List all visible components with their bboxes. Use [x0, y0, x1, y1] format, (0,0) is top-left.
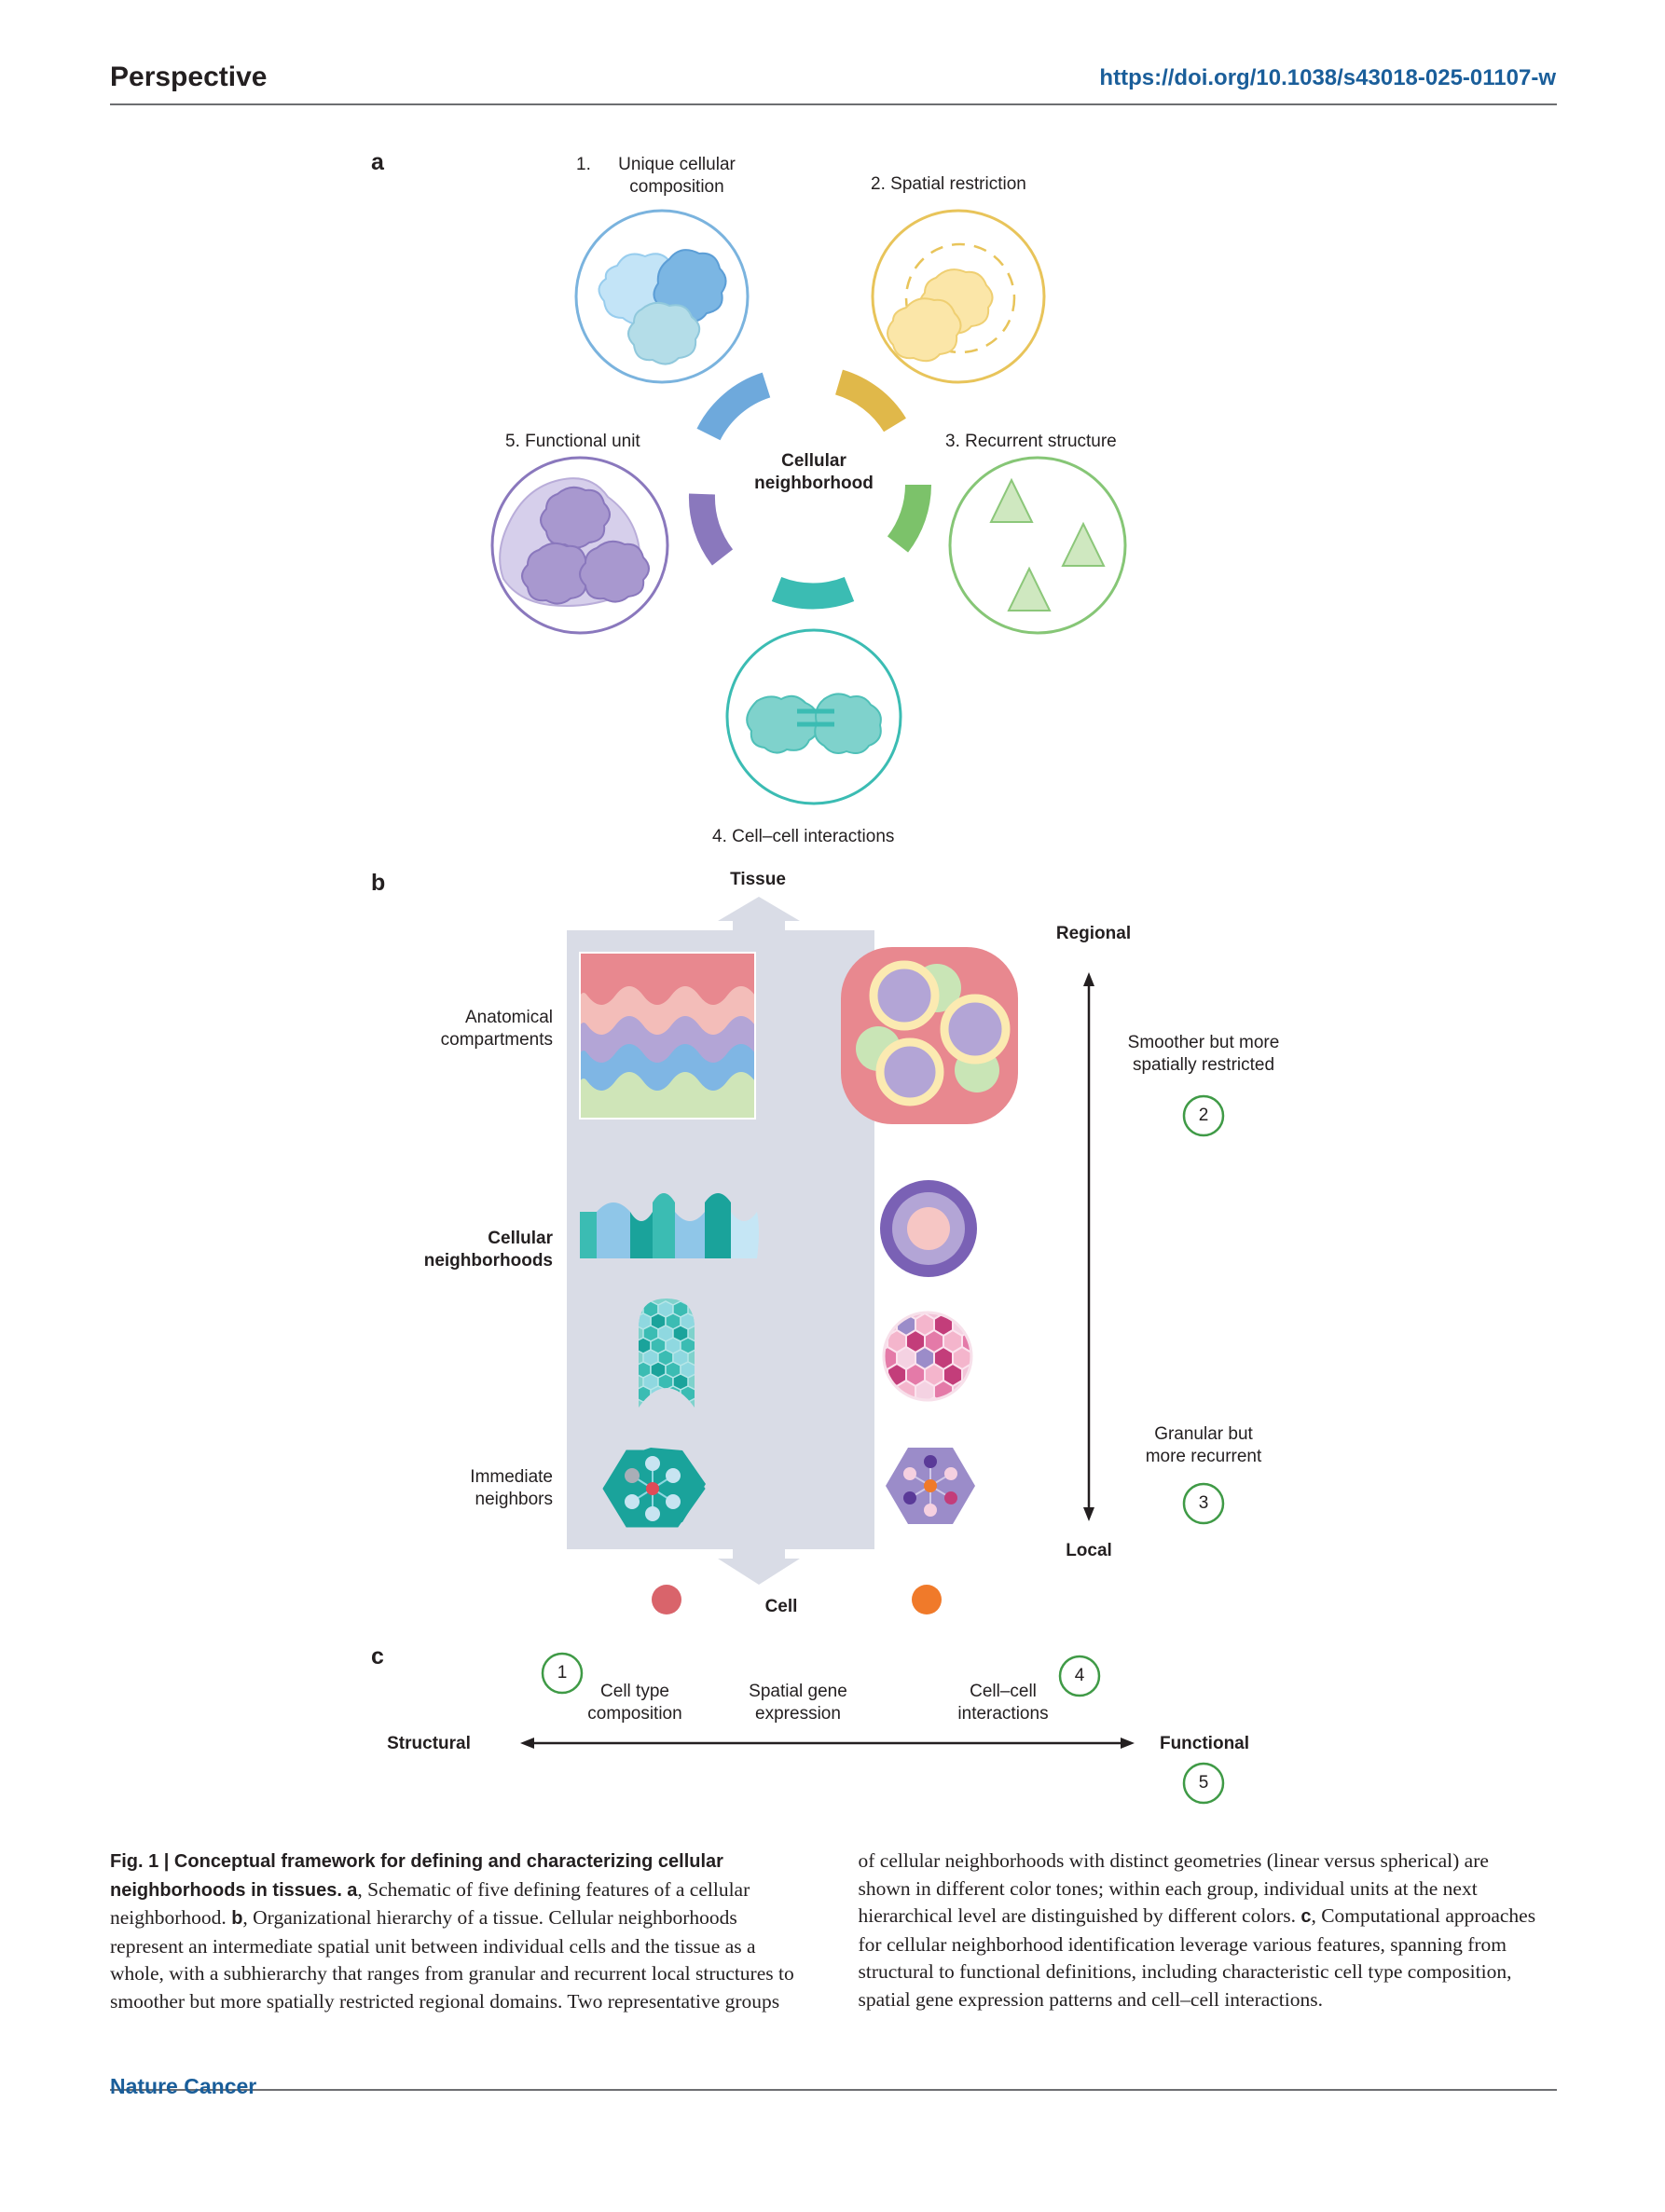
panel-c-letter: c [371, 1643, 384, 1669]
triangle-icon [1007, 566, 1052, 611]
feature-2-icon [871, 209, 1046, 384]
immediate-label: Immediate neighbors [470, 1467, 553, 1509]
regional-label: Regional [1055, 924, 1132, 943]
feature-4-label: 4. Cell–cell interactions [712, 826, 927, 848]
header-rule [110, 103, 1557, 105]
neighborhoods-label: Cellular neighborhoods [423, 1229, 553, 1271]
feature-5-num: 5. [505, 432, 520, 451]
cell-icon [540, 486, 611, 549]
num-4: 4 [1074, 1666, 1085, 1685]
feature-5-label: 5. Functional unit [505, 431, 692, 453]
ring-segment-purple [688, 493, 734, 566]
feature-3-icon [948, 456, 1127, 635]
center-label: Cellular neighborhood [754, 451, 874, 493]
journal-name[interactable]: Nature Cancer [110, 2074, 257, 2098]
hex-ball [884, 1312, 971, 1400]
triangle-icon [989, 477, 1034, 523]
ring-segment-teal [771, 576, 855, 610]
panel-b-graphics [567, 897, 1225, 1614]
panel-c-graphics [520, 1652, 1225, 1805]
scale-num-3: 3 [1198, 1493, 1209, 1513]
panel-b-letter: b [371, 870, 386, 896]
feature-1-text: Unique cellular composition [618, 155, 736, 197]
caption-b-text: , Organizational hierarchy of a tissue. … [110, 1849, 1489, 2013]
feature-5-text: Functional unit [525, 432, 640, 451]
down-arrow-icon [718, 1549, 800, 1585]
num-1: 1 [557, 1663, 568, 1683]
caption-title: Fig. 1 | Conceptual framework for defini… [110, 1851, 723, 1901]
ring-segment-green [887, 484, 931, 553]
feature-1-num: 1. [576, 155, 591, 174]
structural-label: Structural [387, 1734, 471, 1753]
ring-segment-yellow [834, 369, 906, 433]
tissue-label: Tissue [730, 870, 786, 889]
section-title: Perspective [110, 62, 268, 92]
cell-icon [887, 297, 962, 363]
linear-neighborhood [580, 1193, 759, 1258]
caption-b-key: b [231, 1908, 243, 1929]
cell-dot-red [652, 1585, 681, 1614]
up-arrow-icon [718, 897, 800, 930]
hex-arch [639, 1298, 695, 1408]
num-1-circle [541, 1652, 584, 1695]
feature-2-text: Spatial restriction [890, 174, 1026, 194]
triangle-icon [1061, 521, 1106, 567]
feature-4-text: Cell–cell interactions [732, 827, 895, 846]
caption-a-key: a [347, 1879, 358, 1901]
scale-num-3-circle [1182, 1482, 1225, 1525]
feature-1-icon [574, 209, 750, 384]
round-compartment [841, 947, 1018, 1124]
caption-c-key: c [1300, 1906, 1312, 1927]
anatomical-label: Anatomical compartments [440, 1008, 553, 1050]
cell-type-composition-label: Cell type composition [587, 1682, 682, 1724]
num-5-circle [1182, 1762, 1225, 1805]
doi-link[interactable]: https://doi.org/10.1038/s43018-025-01107… [1099, 65, 1556, 90]
feature-5-icon [490, 456, 669, 635]
feature-3-num: 3. [945, 432, 960, 451]
figure-caption: Fig. 1 | Conceptual framework for defini… [110, 1848, 1546, 2015]
cell-icon [521, 542, 592, 605]
cell-cell-interactions-label: Cell–cell interactions [957, 1682, 1049, 1724]
feature-3-label: 3. Recurrent structure [945, 431, 1150, 453]
cell-icon [627, 301, 701, 365]
feature-1-label: 1. Unique cellular composition [576, 154, 753, 199]
upper-desc: Smoother but more spatially restricted [1127, 1033, 1280, 1075]
num-5: 5 [1198, 1773, 1209, 1793]
spatial-gene-expression-label: Spatial gene expression [749, 1682, 847, 1724]
cell-icon [579, 540, 650, 603]
panel-a-letter: a [371, 149, 384, 175]
feature-4-icon [725, 628, 902, 805]
lower-desc: Granular but more recurrent [1145, 1424, 1262, 1466]
feature-2-label: 2. Spatial restriction [871, 173, 1076, 196]
num-4-circle [1058, 1655, 1101, 1697]
concentric-neighborhood [880, 1180, 977, 1277]
scale-arrow [1083, 972, 1094, 1521]
scale-num-2: 2 [1198, 1106, 1209, 1125]
feature-3-text: Recurrent structure [965, 432, 1117, 451]
cell-dot-orange [912, 1585, 942, 1614]
panel-a-graphics [490, 209, 1127, 805]
caption-a-text: , Schematic of five defining features of… [110, 1877, 750, 1930]
immediate-neighbors-purple [886, 1448, 975, 1524]
ring-segment-blue [696, 372, 771, 441]
feature-2-num: 2. [871, 174, 886, 194]
functional-label: Functional [1159, 1734, 1250, 1753]
cell-icon [653, 249, 727, 323]
scale-num-2-circle [1182, 1094, 1225, 1137]
cell-icon [814, 693, 882, 754]
feature-4-num: 4. [712, 827, 727, 846]
caption-c-text: , Computational approaches for cellular … [858, 1904, 1536, 2011]
immediate-neighbors-teal [602, 1448, 706, 1528]
cell-label: Cell [764, 1597, 798, 1616]
layered-compartment [580, 953, 755, 1119]
ring-segments [688, 369, 931, 610]
local-label: Local [1066, 1541, 1112, 1560]
